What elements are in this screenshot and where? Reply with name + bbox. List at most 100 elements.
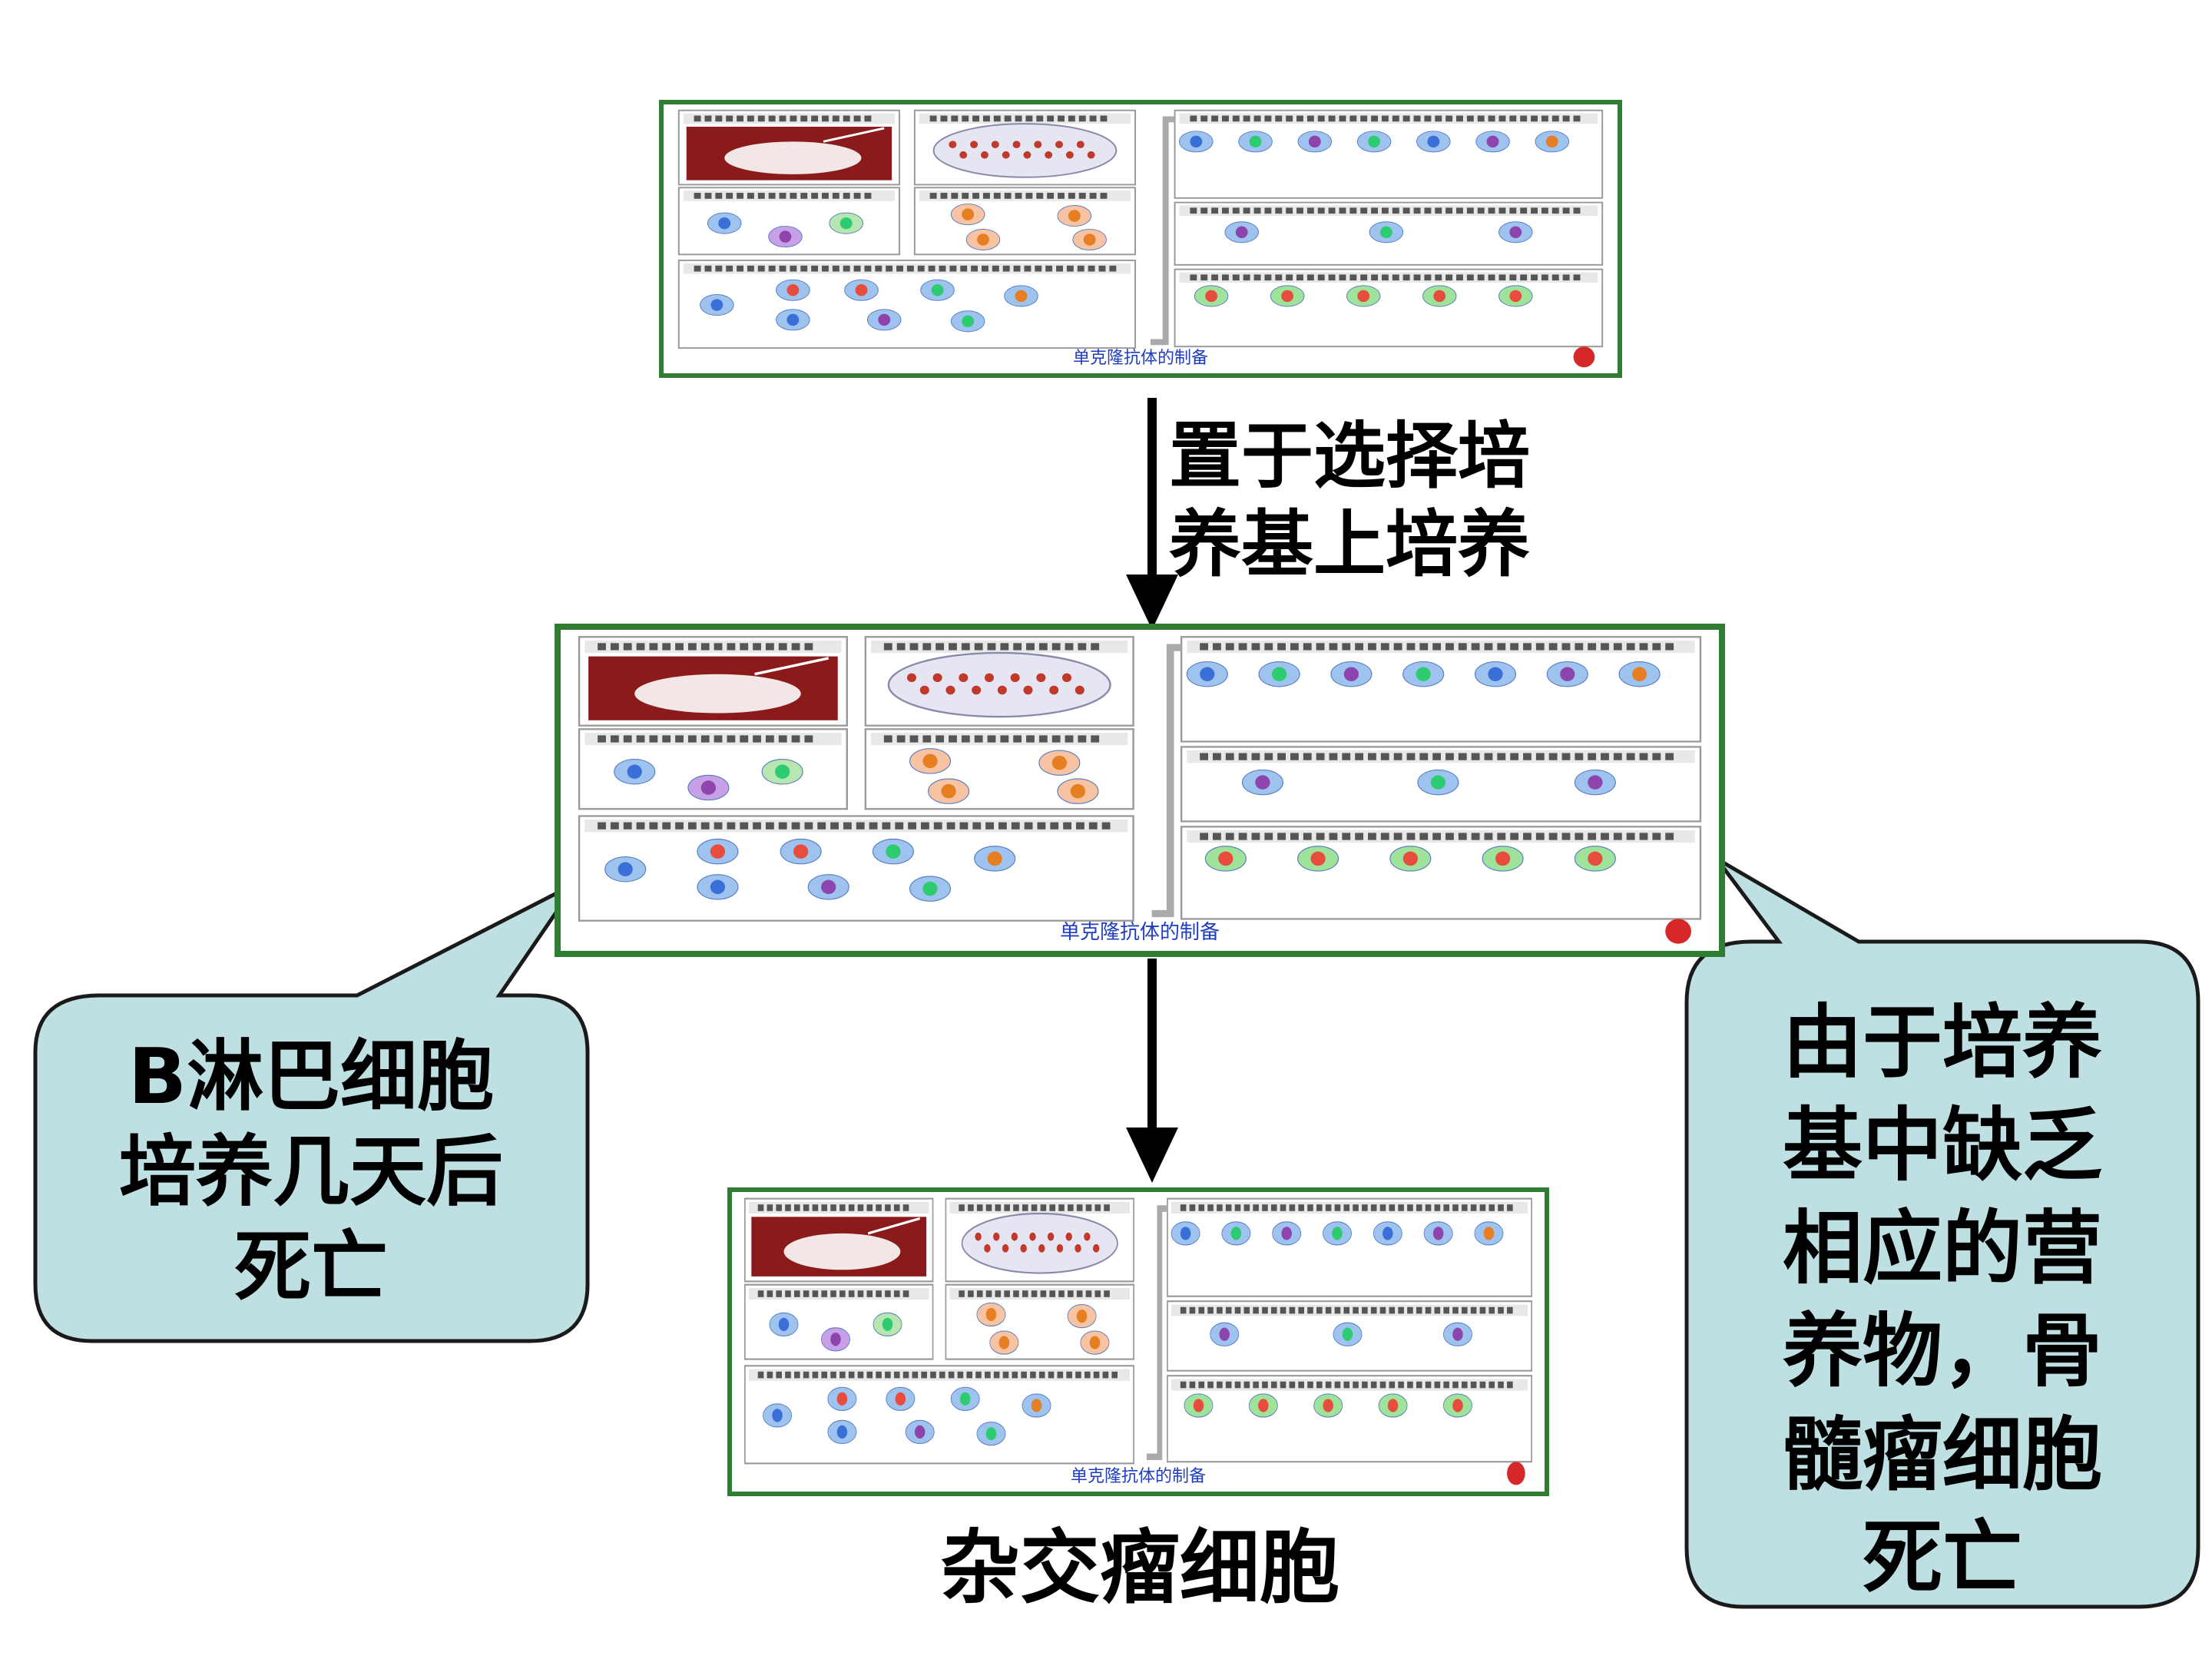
header-glyph <box>1068 1290 1074 1297</box>
header-glyph <box>675 822 684 830</box>
header-glyph <box>1456 115 1463 122</box>
header-glyph <box>1325 1204 1332 1211</box>
header-glyph <box>727 822 736 830</box>
header-glyph <box>727 643 736 651</box>
header-glyph <box>776 1371 782 1379</box>
header-glyph <box>1626 833 1635 840</box>
header-glyph <box>832 265 839 272</box>
header-glyph <box>1221 274 1229 281</box>
header-glyph <box>1328 207 1336 214</box>
header-glyph <box>1484 833 1493 840</box>
header-glyph <box>976 1290 983 1297</box>
header-glyph <box>1298 1306 1304 1314</box>
header-glyph <box>1328 115 1336 122</box>
header-glyph <box>1575 753 1584 760</box>
header-glyph <box>1523 643 1532 651</box>
header-glyph <box>726 115 733 122</box>
dish-cell <box>981 151 988 159</box>
header-glyph <box>1189 1381 1196 1389</box>
header-glyph <box>1488 1204 1495 1211</box>
header-glyph <box>804 822 813 830</box>
header-glyph <box>1198 1204 1205 1211</box>
culture-dish <box>961 1212 1118 1274</box>
cell-nucleus <box>1509 226 1522 239</box>
header-glyph <box>1393 833 1402 840</box>
box-header <box>748 1201 929 1214</box>
header-glyph <box>1402 274 1410 281</box>
header-glyph <box>1548 833 1558 840</box>
header-glyph <box>811 265 819 272</box>
header-glyph <box>1207 1381 1214 1389</box>
header-glyph <box>649 822 658 830</box>
header-glyph <box>1362 1306 1368 1314</box>
header-glyph <box>1243 1306 1250 1314</box>
header-glyph <box>747 193 754 199</box>
flow-connector <box>1146 1205 1167 1461</box>
header-glyph <box>1306 115 1314 122</box>
mouse-body <box>783 1233 901 1270</box>
header-glyph <box>1416 1204 1422 1211</box>
dish-cell <box>1012 141 1021 149</box>
header-glyph <box>1213 643 1221 651</box>
header-glyph <box>1342 753 1351 760</box>
header-glyph <box>976 1204 983 1211</box>
cell-nucleus <box>985 1426 997 1441</box>
header-glyph <box>1180 1204 1187 1211</box>
header-glyph <box>992 265 999 272</box>
process-panel-top: 单克隆抗体的制备 <box>659 100 1622 378</box>
header-glyph <box>995 1290 1002 1297</box>
cell-nucleus <box>1200 667 1215 681</box>
header-glyph <box>1329 753 1338 760</box>
header-glyph <box>687 643 697 651</box>
cell-nucleus <box>1488 667 1503 681</box>
dish-cell <box>945 685 955 695</box>
header-glyph <box>1013 1204 1019 1211</box>
header-glyph <box>1262 1204 1268 1211</box>
header-glyph <box>765 643 774 651</box>
header-glyph <box>864 115 872 122</box>
cell-nucleus <box>793 844 809 859</box>
cell-nucleus <box>1083 233 1096 246</box>
header-glyph <box>1286 274 1293 281</box>
cell-nucleus <box>1382 1227 1393 1240</box>
header-glyph <box>675 735 684 743</box>
header-glyph <box>1561 833 1571 840</box>
header-glyph <box>1316 1306 1323 1314</box>
header-glyph <box>1213 753 1221 760</box>
header-glyph <box>832 115 839 122</box>
cell-nucleus <box>895 1392 906 1406</box>
header-glyph <box>1296 274 1303 281</box>
header-glyph <box>1639 833 1648 840</box>
header-glyph <box>1104 1204 1110 1211</box>
header-glyph <box>1562 274 1570 281</box>
header-glyph <box>1238 643 1247 651</box>
header-glyph <box>1355 753 1364 760</box>
header-glyph <box>636 822 645 830</box>
header-glyph <box>1076 1204 1083 1211</box>
header-glyph <box>1316 1381 1323 1389</box>
header-glyph <box>1296 207 1303 214</box>
header-glyph <box>1022 1290 1028 1297</box>
header-glyph <box>1470 1204 1477 1211</box>
header-glyph <box>1049 1290 1056 1297</box>
header-glyph <box>896 265 903 272</box>
header-glyph <box>1024 265 1031 272</box>
header-glyph <box>1425 1381 1432 1389</box>
header-glyph <box>1277 753 1286 760</box>
header-glyph <box>1389 1381 1396 1389</box>
header-glyph <box>982 193 990 199</box>
process-panel-middle: 单克隆抗体的制备 <box>555 624 1725 957</box>
cell-nucleus <box>786 283 800 296</box>
header-glyph <box>830 1204 836 1211</box>
header-glyph <box>857 1290 864 1297</box>
header-glyph <box>1026 735 1035 743</box>
header-glyph <box>1303 833 1312 840</box>
dish-cell <box>959 673 969 683</box>
header-glyph <box>1002 265 1010 272</box>
header-glyph <box>1541 207 1548 214</box>
header-glyph <box>993 1371 1000 1379</box>
cell-nucleus <box>882 1317 893 1331</box>
header-glyph <box>866 1371 873 1379</box>
header-glyph <box>1085 1290 1092 1297</box>
header-glyph <box>598 735 606 743</box>
